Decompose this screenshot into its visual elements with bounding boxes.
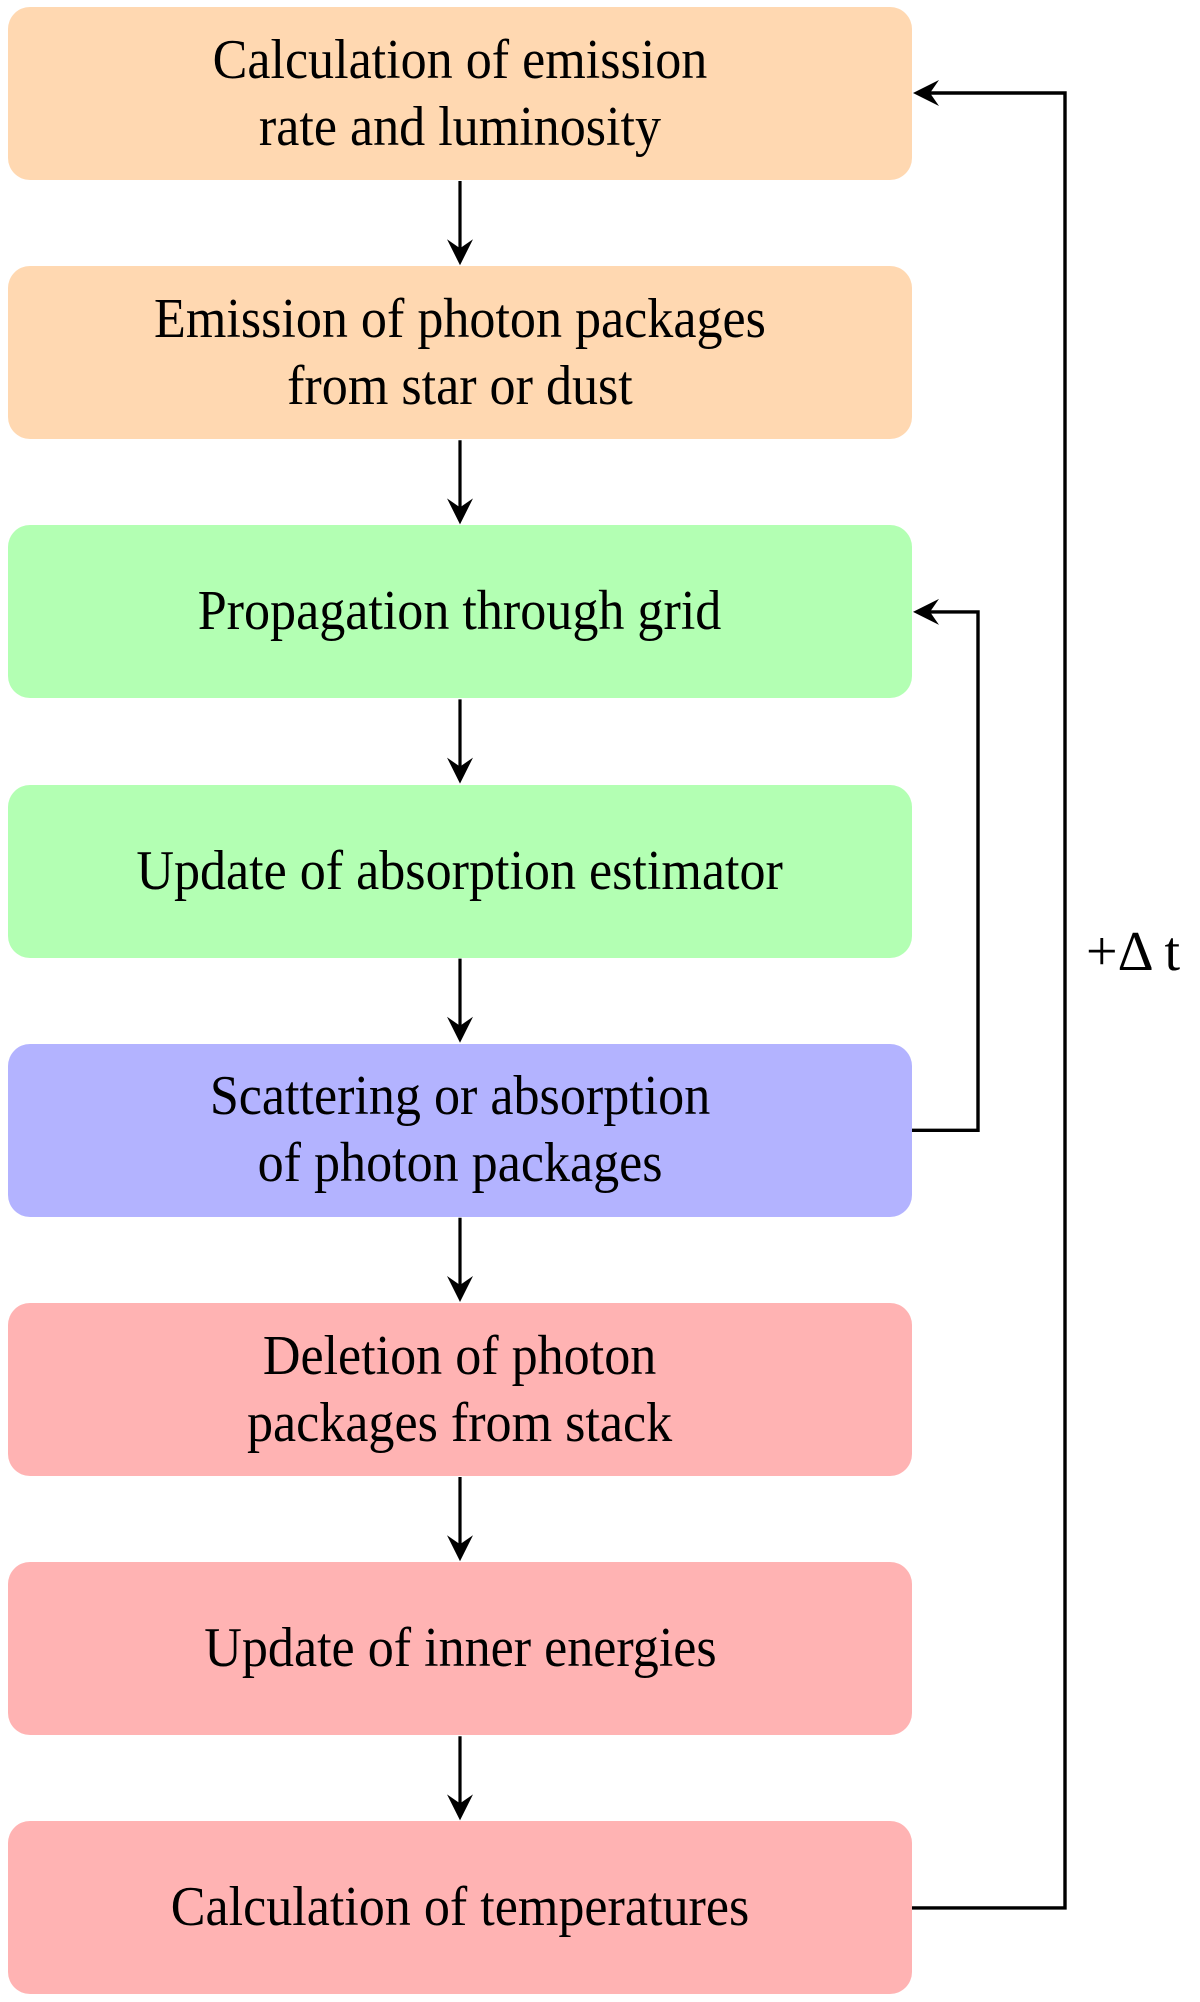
node-calc-temperatures: Calculation of temperatures	[8, 1821, 912, 1995]
arrowhead-icon	[447, 1276, 473, 1302]
node-label: Deletion of photon packages from stack	[247, 1324, 673, 1454]
node-deletion: Deletion of photon packages from stack	[8, 1303, 912, 1476]
arrowhead-icon	[913, 80, 939, 106]
node-label: Update of absorption estimator	[136, 839, 784, 902]
arrowhead-icon	[447, 239, 473, 266]
arrowhead-icon	[447, 1535, 473, 1562]
arrowhead-icon	[447, 757, 473, 784]
arrowhead-icon	[913, 598, 939, 625]
node-update-absorption: Update of absorption estimator	[8, 784, 912, 958]
node-label: Update of inner energies	[203, 1617, 717, 1680]
node-calc-emission: Calculation of emission rate and luminos…	[8, 7, 912, 180]
arrowhead-icon	[447, 1016, 473, 1043]
node-label: Calculation of emission rate and luminos…	[212, 28, 708, 158]
node-emission-packages: Emission of photon packages from star or…	[8, 266, 912, 440]
time-step-label: +Δ t	[1086, 921, 1181, 983]
node-label: Propagation through grid	[198, 580, 722, 643]
node-label: Calculation of temperatures	[170, 1876, 750, 1939]
node-propagation: Propagation through grid	[8, 525, 912, 699]
node-update-inner: Update of inner energies	[8, 1562, 912, 1736]
arrowhead-icon	[447, 1794, 473, 1821]
arrowhead-icon	[447, 498, 473, 525]
outer-loop-edge	[912, 91, 1067, 1910]
node-label: Scattering or absorption of photon packa…	[209, 1065, 711, 1195]
inner-loop-edge	[912, 610, 980, 1133]
node-scattering: Scattering or absorption of photon packa…	[8, 1043, 912, 1217]
node-label: Emission of photon packages from star or…	[154, 287, 766, 417]
